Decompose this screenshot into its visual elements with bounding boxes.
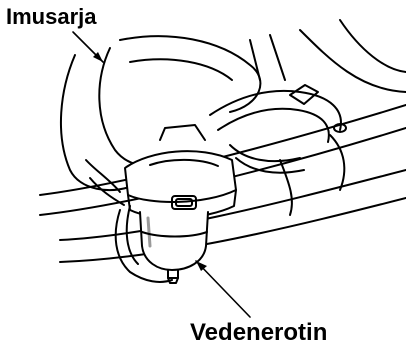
water-separator-label: Vedenerotin [190,321,327,345]
separator-head [125,125,236,218]
separator-bowl [140,212,208,283]
intake-label: Imusarja [6,6,97,28]
